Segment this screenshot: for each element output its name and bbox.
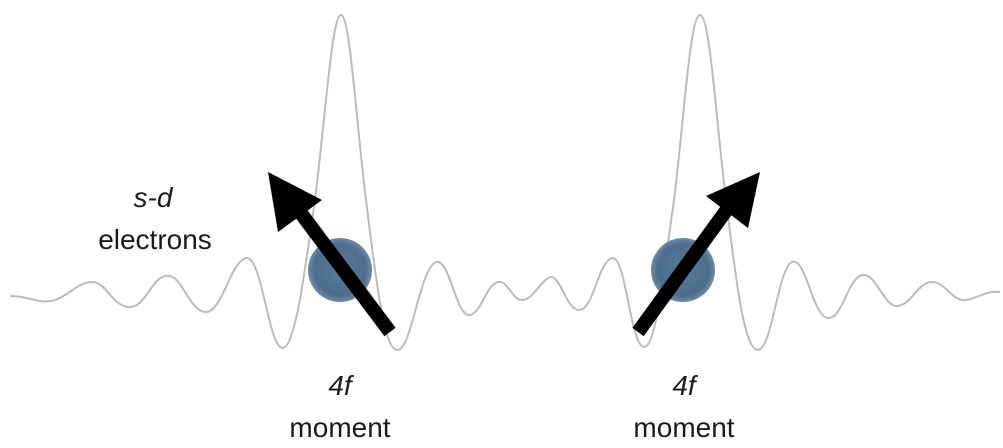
right-moment-label-line2: moment — [633, 412, 735, 443]
right-moment-arrow-icon — [632, 172, 760, 337]
sd-label-line2: electrons — [98, 224, 212, 255]
left-moment-label-line1: 4f — [328, 370, 352, 401]
sd-wave — [9, 13, 1001, 352]
right-moment-label-line1: 4f — [672, 370, 696, 401]
left-moment-label-line2: moment — [289, 412, 391, 443]
left-moment-arrow-icon — [268, 172, 396, 337]
sd-label-line1: s-d — [133, 182, 173, 213]
